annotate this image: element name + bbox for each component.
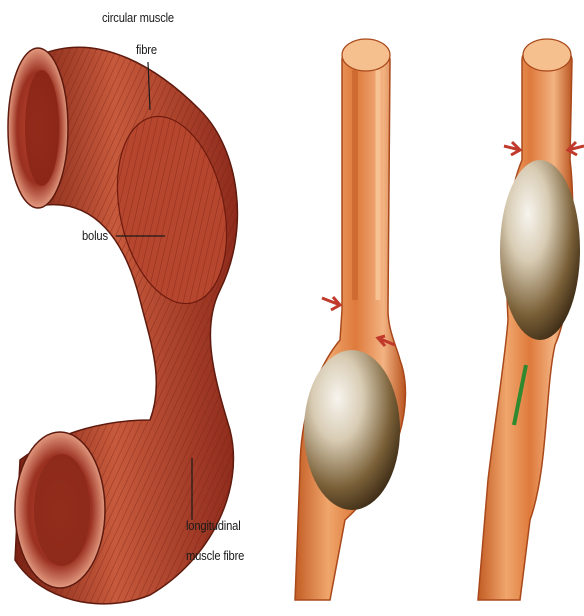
label-circular-fibre: fibre [136,42,157,58]
label-circular-muscle: circular muscle [102,10,174,26]
peristalsis-stage-1 [295,39,405,600]
bolus-upper [500,160,580,340]
contraction-arrow-icon [322,297,340,310]
label-longitudinal: longitudinal [186,518,241,534]
contraction-arrow-icon [504,142,520,155]
label-muscle-fibre: muscle fibre [186,548,244,564]
peristalsis-stage-2 [478,39,584,600]
label-bolus: bolus [82,228,108,244]
bolus-lower [304,350,400,510]
